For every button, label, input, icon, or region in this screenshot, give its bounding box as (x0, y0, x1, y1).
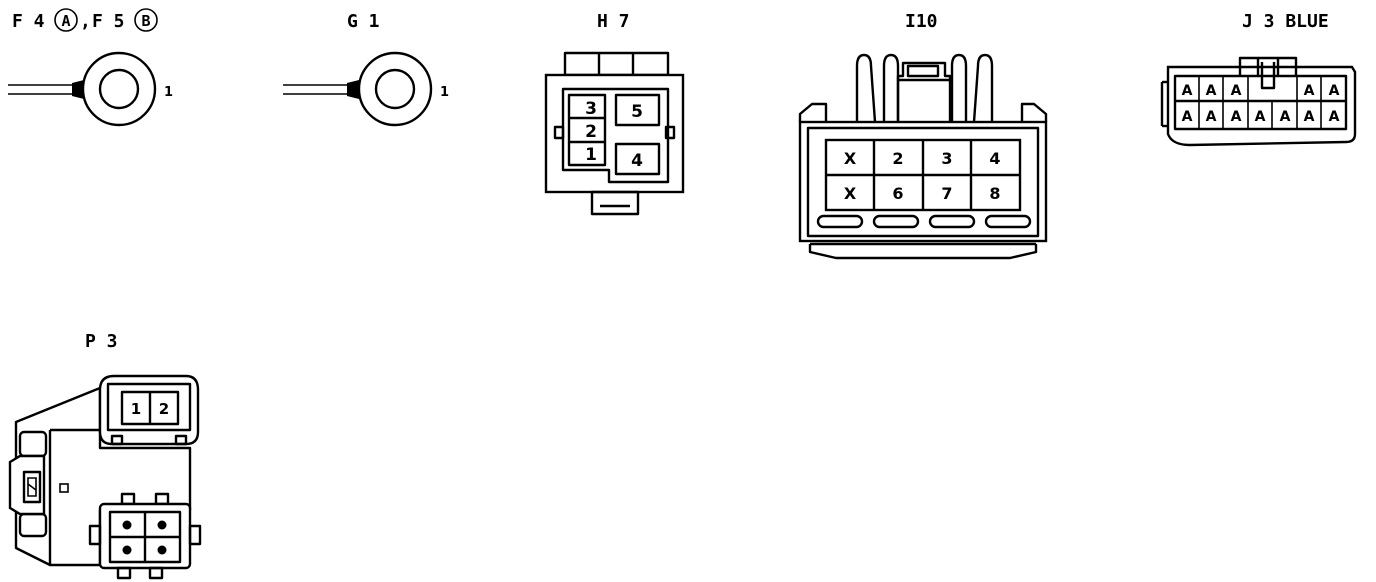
h7-pin: 1 (585, 145, 597, 165)
j3-pin-grid (1173, 74, 1348, 131)
i10-pin: 6 (892, 184, 903, 203)
center-latch (896, 61, 952, 122)
j3-pin: A (1304, 109, 1315, 125)
slot (872, 214, 920, 229)
side-clip-top (18, 430, 48, 458)
j3-pin: A (1329, 83, 1340, 99)
j3-pin: A (1231, 109, 1242, 125)
ring-terminal-outer (357, 51, 433, 127)
slot (984, 214, 1032, 229)
slot (928, 214, 976, 229)
circle-b-letter: B (141, 12, 150, 30)
crimp-barrel (72, 80, 84, 99)
terminal-dot (157, 545, 167, 555)
j3-label: J 3 BLUE (1242, 11, 1329, 32)
p3-pin: 2 (159, 400, 169, 418)
j3-pin: A (1206, 109, 1217, 125)
i10-pin: 8 (989, 184, 1000, 203)
h7-pin-cell (614, 93, 661, 127)
latch-top (563, 51, 670, 77)
i10-pin: 7 (941, 184, 952, 203)
terminal-dot (122, 520, 132, 530)
terminal-dot (157, 520, 167, 530)
h7-pin: 3 (585, 99, 597, 119)
connector-p3: P 3 1 2 (8, 331, 202, 580)
g1-pin-number: 1 (440, 85, 449, 100)
j3-pin: A (1255, 109, 1266, 125)
j3-pin: A (1280, 109, 1291, 125)
latch-bottom (590, 190, 640, 216)
i10-pin: 3 (941, 149, 952, 168)
i10-pin: 2 (892, 149, 903, 168)
separator-comma: , (80, 11, 91, 32)
j3-pin: A (1206, 83, 1217, 99)
side-latch (8, 454, 46, 516)
i10-pin: 4 (989, 149, 1000, 168)
j3-row1: A A A A A (1182, 76, 1340, 101)
j3-row2: A A A A A A A (1182, 101, 1340, 129)
h7-pin: 4 (631, 151, 643, 171)
fin (855, 53, 877, 123)
h7-pin: 2 (585, 122, 597, 142)
connector-j3: J 3 BLUE A A A A A (1160, 11, 1357, 147)
circle-a-mark (54, 8, 78, 32)
j3-pin: A (1231, 83, 1242, 99)
p3-label: P 3 (85, 331, 118, 352)
crimp-barrel (347, 80, 359, 99)
f4-pin-number: 1 (164, 85, 173, 100)
side-lug-right (664, 125, 676, 140)
fin (972, 53, 994, 123)
j3-housing (1166, 65, 1357, 147)
h7-cavity-outline (561, 87, 670, 184)
i10-skirt (808, 244, 1038, 260)
h7-label: H 7 (597, 11, 630, 32)
fin (882, 53, 900, 122)
h7-pin-column (567, 93, 607, 167)
fin (950, 53, 968, 122)
circle-a-letter: A (61, 12, 70, 30)
slot (816, 214, 864, 229)
connector-f4-f5: F 4 A , F 5 B 1 (8, 8, 173, 127)
connector-g1: G 1 1 (283, 11, 449, 127)
p3-pin: 1 (131, 400, 141, 418)
connector-h7: H 7 3 2 1 5 4 (544, 11, 685, 216)
j3-pin: A (1329, 109, 1340, 125)
circle-b-mark (134, 8, 158, 32)
f4-label: F 4 (12, 11, 45, 32)
side-clip-bottom (18, 512, 48, 538)
h7-housing (544, 73, 685, 194)
terminal-dot (122, 545, 132, 555)
i10-pin: X (844, 184, 857, 203)
ring-terminal-hole (374, 68, 416, 110)
j3-pin: A (1182, 109, 1193, 125)
connector-i10: I10 X 2 3 4 X 6 7 8 (798, 11, 1048, 260)
i10-label: I10 (905, 11, 938, 32)
ring-terminal-hole (98, 68, 140, 110)
h7-pin: 5 (631, 102, 643, 122)
j3-pin: A (1182, 83, 1193, 99)
j3-pin: A (1304, 83, 1315, 99)
g1-label: G 1 (347, 11, 380, 32)
h7-pin-cell (614, 142, 661, 176)
j3-latch (1238, 56, 1298, 76)
ring-terminal-outer (81, 51, 157, 127)
f5-label: F 5 (92, 11, 125, 32)
i10-pin: X (844, 149, 857, 168)
